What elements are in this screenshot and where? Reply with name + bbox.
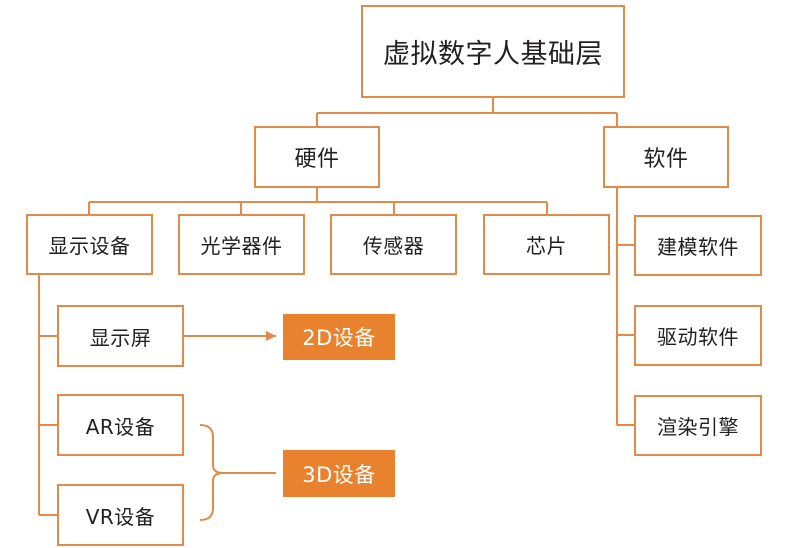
node-display-device[interactable]: 显示设备: [26, 214, 153, 275]
node-optical-component-label: 光学器件: [200, 234, 283, 258]
node-render-engine[interactable]: 渲染引擎: [634, 395, 762, 456]
node-3d-device-label: 3D设备: [302, 462, 376, 487]
node-root-label: 虚拟数字人基础层: [383, 39, 603, 70]
brace-ar-vr: [199, 424, 224, 521]
node-screen-label: 显示屏: [89, 325, 152, 350]
node-ar-device[interactable]: AR设备: [57, 394, 184, 456]
arrowhead-screen-to-2d: [266, 331, 276, 341]
node-modeling-software-label: 建模软件: [657, 235, 739, 259]
node-ar-device-label: AR设备: [85, 414, 156, 439]
node-root[interactable]: 虚拟数字人基础层: [361, 5, 625, 98]
node-software[interactable]: 软件: [603, 126, 729, 188]
node-driver-software-label: 驱动软件: [657, 325, 739, 349]
node-vr-device[interactable]: VR设备: [57, 484, 184, 546]
node-2d-device[interactable]: 2D设备: [283, 314, 395, 360]
node-optical-component[interactable]: 光学器件: [178, 214, 305, 275]
node-software-label: 软件: [643, 147, 689, 172]
node-2d-device-label: 2D设备: [302, 326, 376, 350]
node-screen[interactable]: 显示屏: [57, 305, 184, 367]
node-modeling-software[interactable]: 建模软件: [634, 215, 762, 276]
node-render-engine-label: 渲染引擎: [657, 415, 739, 439]
node-hardware-label: 硬件: [294, 147, 340, 172]
node-sensor[interactable]: 传感器: [330, 214, 457, 275]
node-vr-device-label: VR设备: [85, 504, 156, 529]
node-chip[interactable]: 芯片: [483, 214, 610, 275]
node-chip-label: 芯片: [526, 234, 567, 258]
node-3d-device[interactable]: 3D设备: [283, 450, 395, 497]
node-driver-software[interactable]: 驱动软件: [634, 305, 762, 366]
node-sensor-label: 传感器: [362, 234, 425, 258]
node-display-device-label: 显示设备: [48, 234, 131, 258]
node-hardware[interactable]: 硬件: [254, 126, 380, 188]
